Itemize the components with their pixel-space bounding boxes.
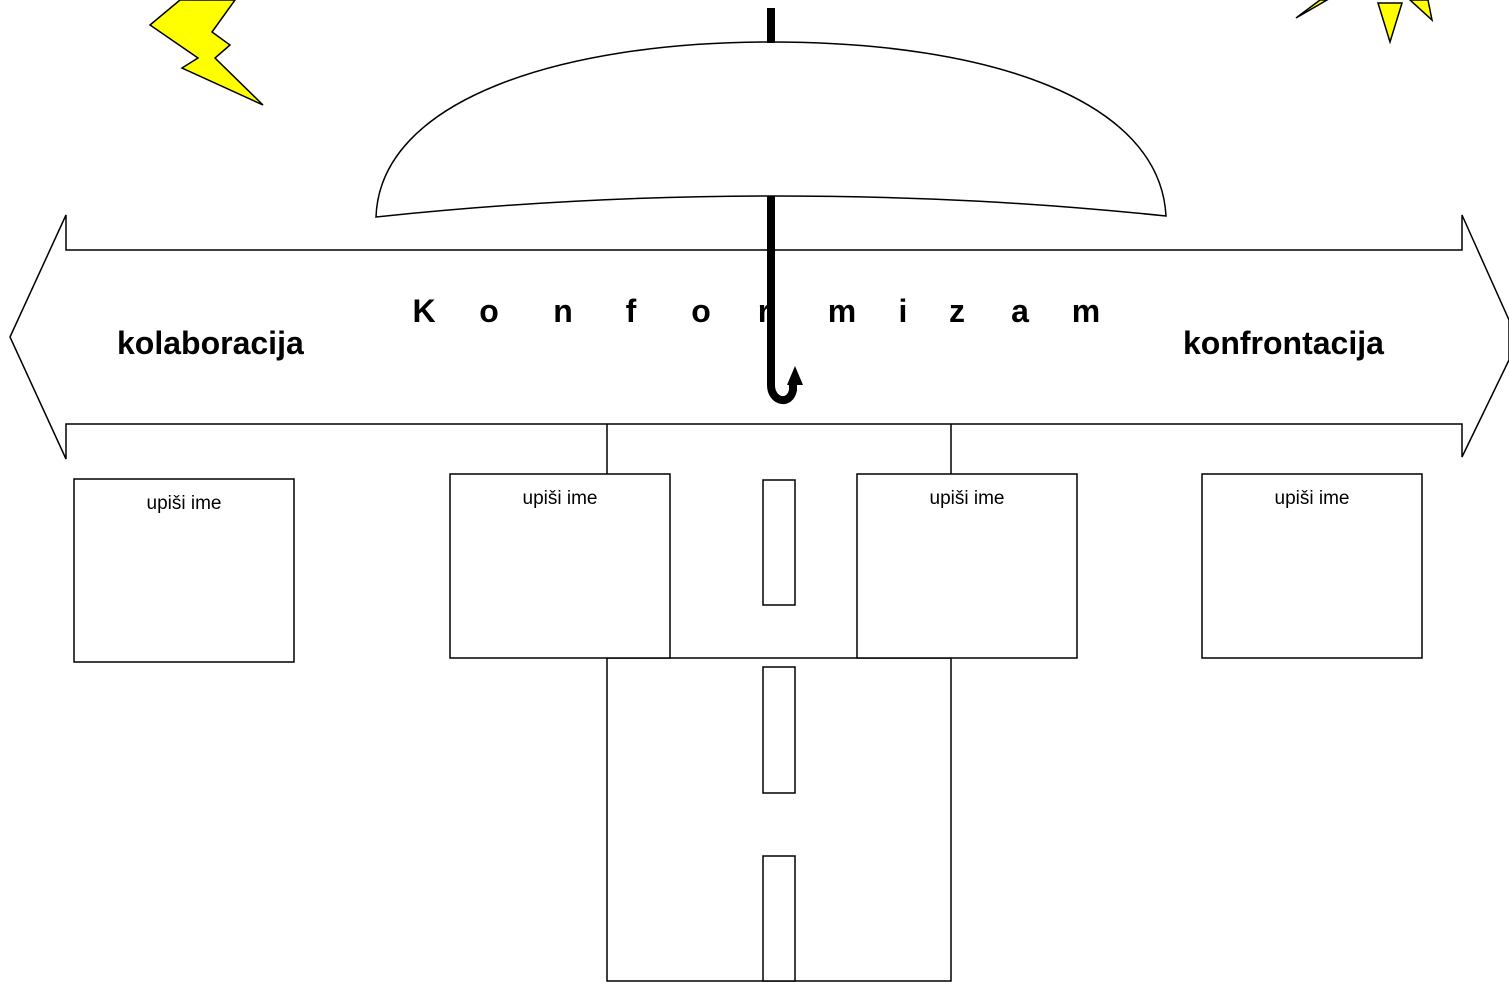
title-letter: o — [691, 293, 711, 329]
lightning-icon — [148, 0, 264, 106]
double-arrow — [9, 214, 1509, 460]
name-box-label: upiši ime — [930, 488, 1005, 509]
title: K o n f o r m i z a m — [412, 293, 1100, 329]
title-letter: f — [626, 293, 637, 329]
name-box-4[interactable]: upiši ime — [1201, 473, 1423, 659]
title-letter: z — [949, 293, 965, 329]
title-letter: m — [1072, 293, 1100, 329]
name-box-2[interactable]: upiši ime — [449, 473, 671, 659]
name-box-label: upiši ime — [1275, 488, 1350, 509]
name-box-label: upiši ime — [147, 493, 222, 514]
umbrella-icon — [375, 8, 1167, 404]
name-box-3[interactable]: upiši ime — [856, 473, 1078, 659]
right-label: konfrontacija — [1183, 325, 1384, 361]
road-dash — [762, 855, 796, 982]
title-letter: i — [899, 293, 908, 329]
title-letter: a — [1011, 293, 1029, 329]
title-letter: o — [479, 293, 499, 329]
road-dash — [762, 666, 796, 794]
title-letter: m — [828, 293, 856, 329]
title-letter: n — [553, 293, 573, 329]
name-box-label: upiši ime — [523, 488, 598, 509]
name-box-1[interactable]: upiši ime — [73, 478, 295, 663]
road-dash — [762, 479, 796, 606]
left-label: kolaboracija — [117, 325, 304, 361]
title-letter: K — [412, 293, 435, 329]
sun-icon — [1295, 0, 1434, 45]
